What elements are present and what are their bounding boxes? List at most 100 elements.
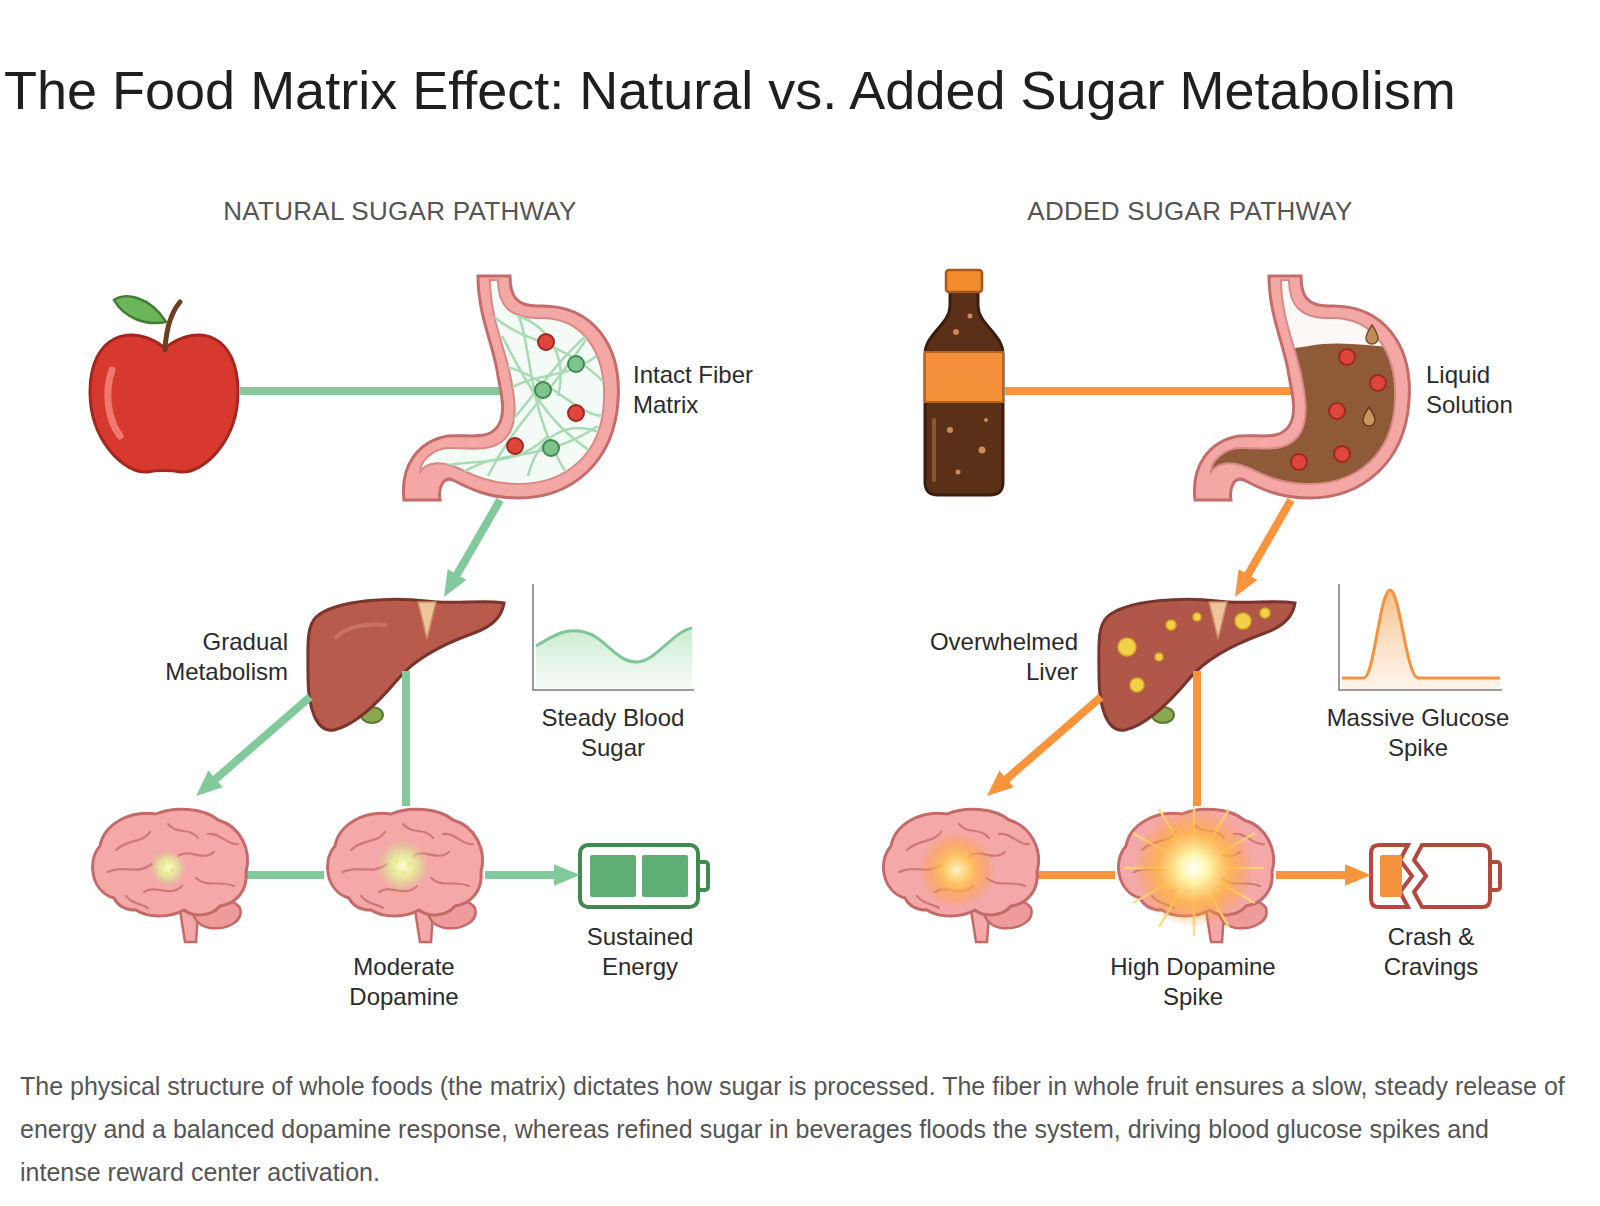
brain-figure [883,809,1038,916]
soda-bottle-figure [984,418,988,422]
battery-node: Crash & Cravings [1371,845,1501,907]
brain-figure [377,840,429,892]
flow-arrow [485,871,580,879]
brain-figure [150,850,186,886]
flow-line [246,871,324,879]
brain-figure [403,824,433,838]
fatty-liver-figure [1193,613,1201,621]
flow-arrow [1235,500,1291,597]
brain-figure [1124,800,1264,936]
flow-line [1001,697,1101,784]
arrow-head [987,771,1014,796]
soda-bottle-figure [947,427,953,433]
stomach-figure [1339,349,1355,365]
brain-figure [162,862,165,865]
brain-figure [392,869,395,872]
stomach-figure [535,382,551,398]
figure-label: Massive Glucose Spike [1313,703,1523,763]
label-block: Sustained Energy [565,922,715,982]
apple-figure [114,296,166,323]
battery-full [590,855,636,897]
label-block: Intact Fiber Matrix [633,360,783,420]
brain-figure [431,878,469,886]
stomach-node: Liquid Solution [1189,276,1411,500]
pathway-heading: NATURAL SUGAR PATHWAY [100,196,700,226]
fatty-liver-figure [1118,638,1136,656]
brain-figure [395,859,399,863]
glucose-spike-chart [1342,590,1500,690]
brain-figure [1118,800,1273,942]
brain-figure [92,809,247,916]
figure-label: Gradual Metabolism [148,627,288,687]
soda-bottle-figure [925,270,1003,495]
brain-figure [351,832,385,850]
brain-figure [144,886,182,892]
brain-figure [343,824,473,908]
figure-label: High Dopamine Spike [1093,952,1293,1012]
blood-sugar-chart [533,584,694,690]
diagram-caption: The physical structure of whole foods (t… [20,1065,1570,1194]
stomach-figure [1211,280,1395,484]
fiber-matrix [488,336,588,476]
brain-figure [208,834,238,844]
battery-broken [1371,845,1412,907]
glucose-spike-chart [1339,584,1502,690]
brain-figure [168,824,198,838]
brain-figure [1134,808,1254,928]
apple-figure [108,370,120,436]
brain-figure [327,809,482,916]
fatty-liver-figure [1130,678,1144,692]
chart-node: Steady Blood Sugar [533,584,695,692]
blood-sugar-chart [536,628,692,690]
battery-broken [1380,855,1402,897]
battery-node: Sustained Energy [580,845,710,907]
brain-figure [108,824,238,908]
fatty-liver-figure [1209,602,1227,639]
brain-figure [126,896,148,908]
stomach-figure [403,276,618,500]
label-block: Moderate Dopamine [319,952,489,1012]
brain-figure [401,870,404,873]
label-block: High Dopamine Spike [1093,952,1293,1012]
figure-label: Crash & Cravings [1366,922,1496,982]
fiber-matrix [503,366,603,416]
pathway-heading: ADDED SUGAR PATHWAY [890,196,1490,226]
caption-block: The physical structure of whole foods (t… [20,1065,1570,1194]
fiber-matrix [508,296,568,476]
fiber-matrix [528,428,608,476]
brain-figure [919,832,995,908]
label-block: Steady Blood Sugar [523,703,703,763]
flow-arrow [402,671,410,806]
arrow-head [196,771,223,796]
figure-label: Liquid Solution [1426,360,1546,420]
stomach-figure [568,356,584,372]
soda-bottle-figure [953,329,959,335]
brain-figure [407,862,411,866]
stomach-figure [1363,407,1375,426]
brain-figure [116,832,150,850]
brain-node: High Dopamine Spike [1112,806,1276,944]
apple-figure [90,296,238,472]
stomach-figure [568,405,584,421]
label-block: Liquid Solution [1426,360,1546,420]
flow-line [240,387,503,395]
battery-full [580,845,698,907]
liver-node: Gradual Metabolism [306,597,506,671]
stomach-figure [1189,276,1429,516]
apple-figure [165,302,180,350]
battery-full [642,855,688,897]
battery-full [698,862,708,890]
brain-figure [443,834,473,844]
label-block: Gradual Metabolism [148,627,288,687]
battery-full [580,845,708,907]
fatty-liver-figure [1260,608,1270,618]
brain-figure [165,872,168,875]
liver-figure [336,625,386,638]
stomach-node: Intact Fiber Matrix [398,276,620,500]
fatty-liver-figure [1235,613,1251,629]
fiber-matrix [498,326,598,436]
soda-bottle-figure [946,270,982,292]
glucose-spike-chart [1342,590,1500,678]
stomach-figure [538,334,554,350]
